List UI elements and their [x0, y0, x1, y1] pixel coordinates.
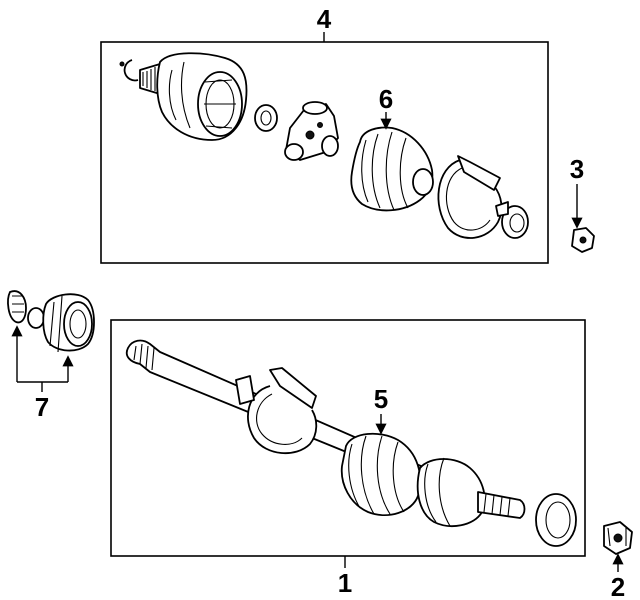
dust-seal-part [535, 493, 577, 547]
inner-cv-boot-part [350, 126, 434, 212]
outer-cv-boot-part [340, 432, 486, 527]
boot-clamp-band-part [437, 155, 503, 239]
callout-2: 2 [611, 572, 625, 600]
callout-1: 1 [338, 568, 352, 598]
callout-4: 4 [317, 4, 332, 34]
outer-joint-kit-part [7, 290, 95, 353]
callout-7-leader [11, 325, 74, 392]
snap-ring-part [119, 59, 139, 82]
callout-3: 3 [570, 154, 584, 184]
axle-assembly-frame [110, 319, 586, 568]
callout-7: 7 [35, 392, 49, 422]
outer-stub-shaft-part [477, 491, 526, 519]
inner-joint-housing-part [139, 52, 248, 141]
hub-nut-part [571, 227, 595, 253]
lock-nut-part [603, 521, 633, 555]
inner-joint-kit-frame [100, 32, 549, 264]
callout-6: 6 [379, 84, 393, 114]
axle-boot-clamp-part [235, 367, 318, 455]
callout-5: 5 [374, 384, 388, 414]
small-boot-clamp-part [495, 201, 529, 239]
ring-washer-part [254, 104, 278, 132]
tripod-spider-part [284, 101, 339, 161]
